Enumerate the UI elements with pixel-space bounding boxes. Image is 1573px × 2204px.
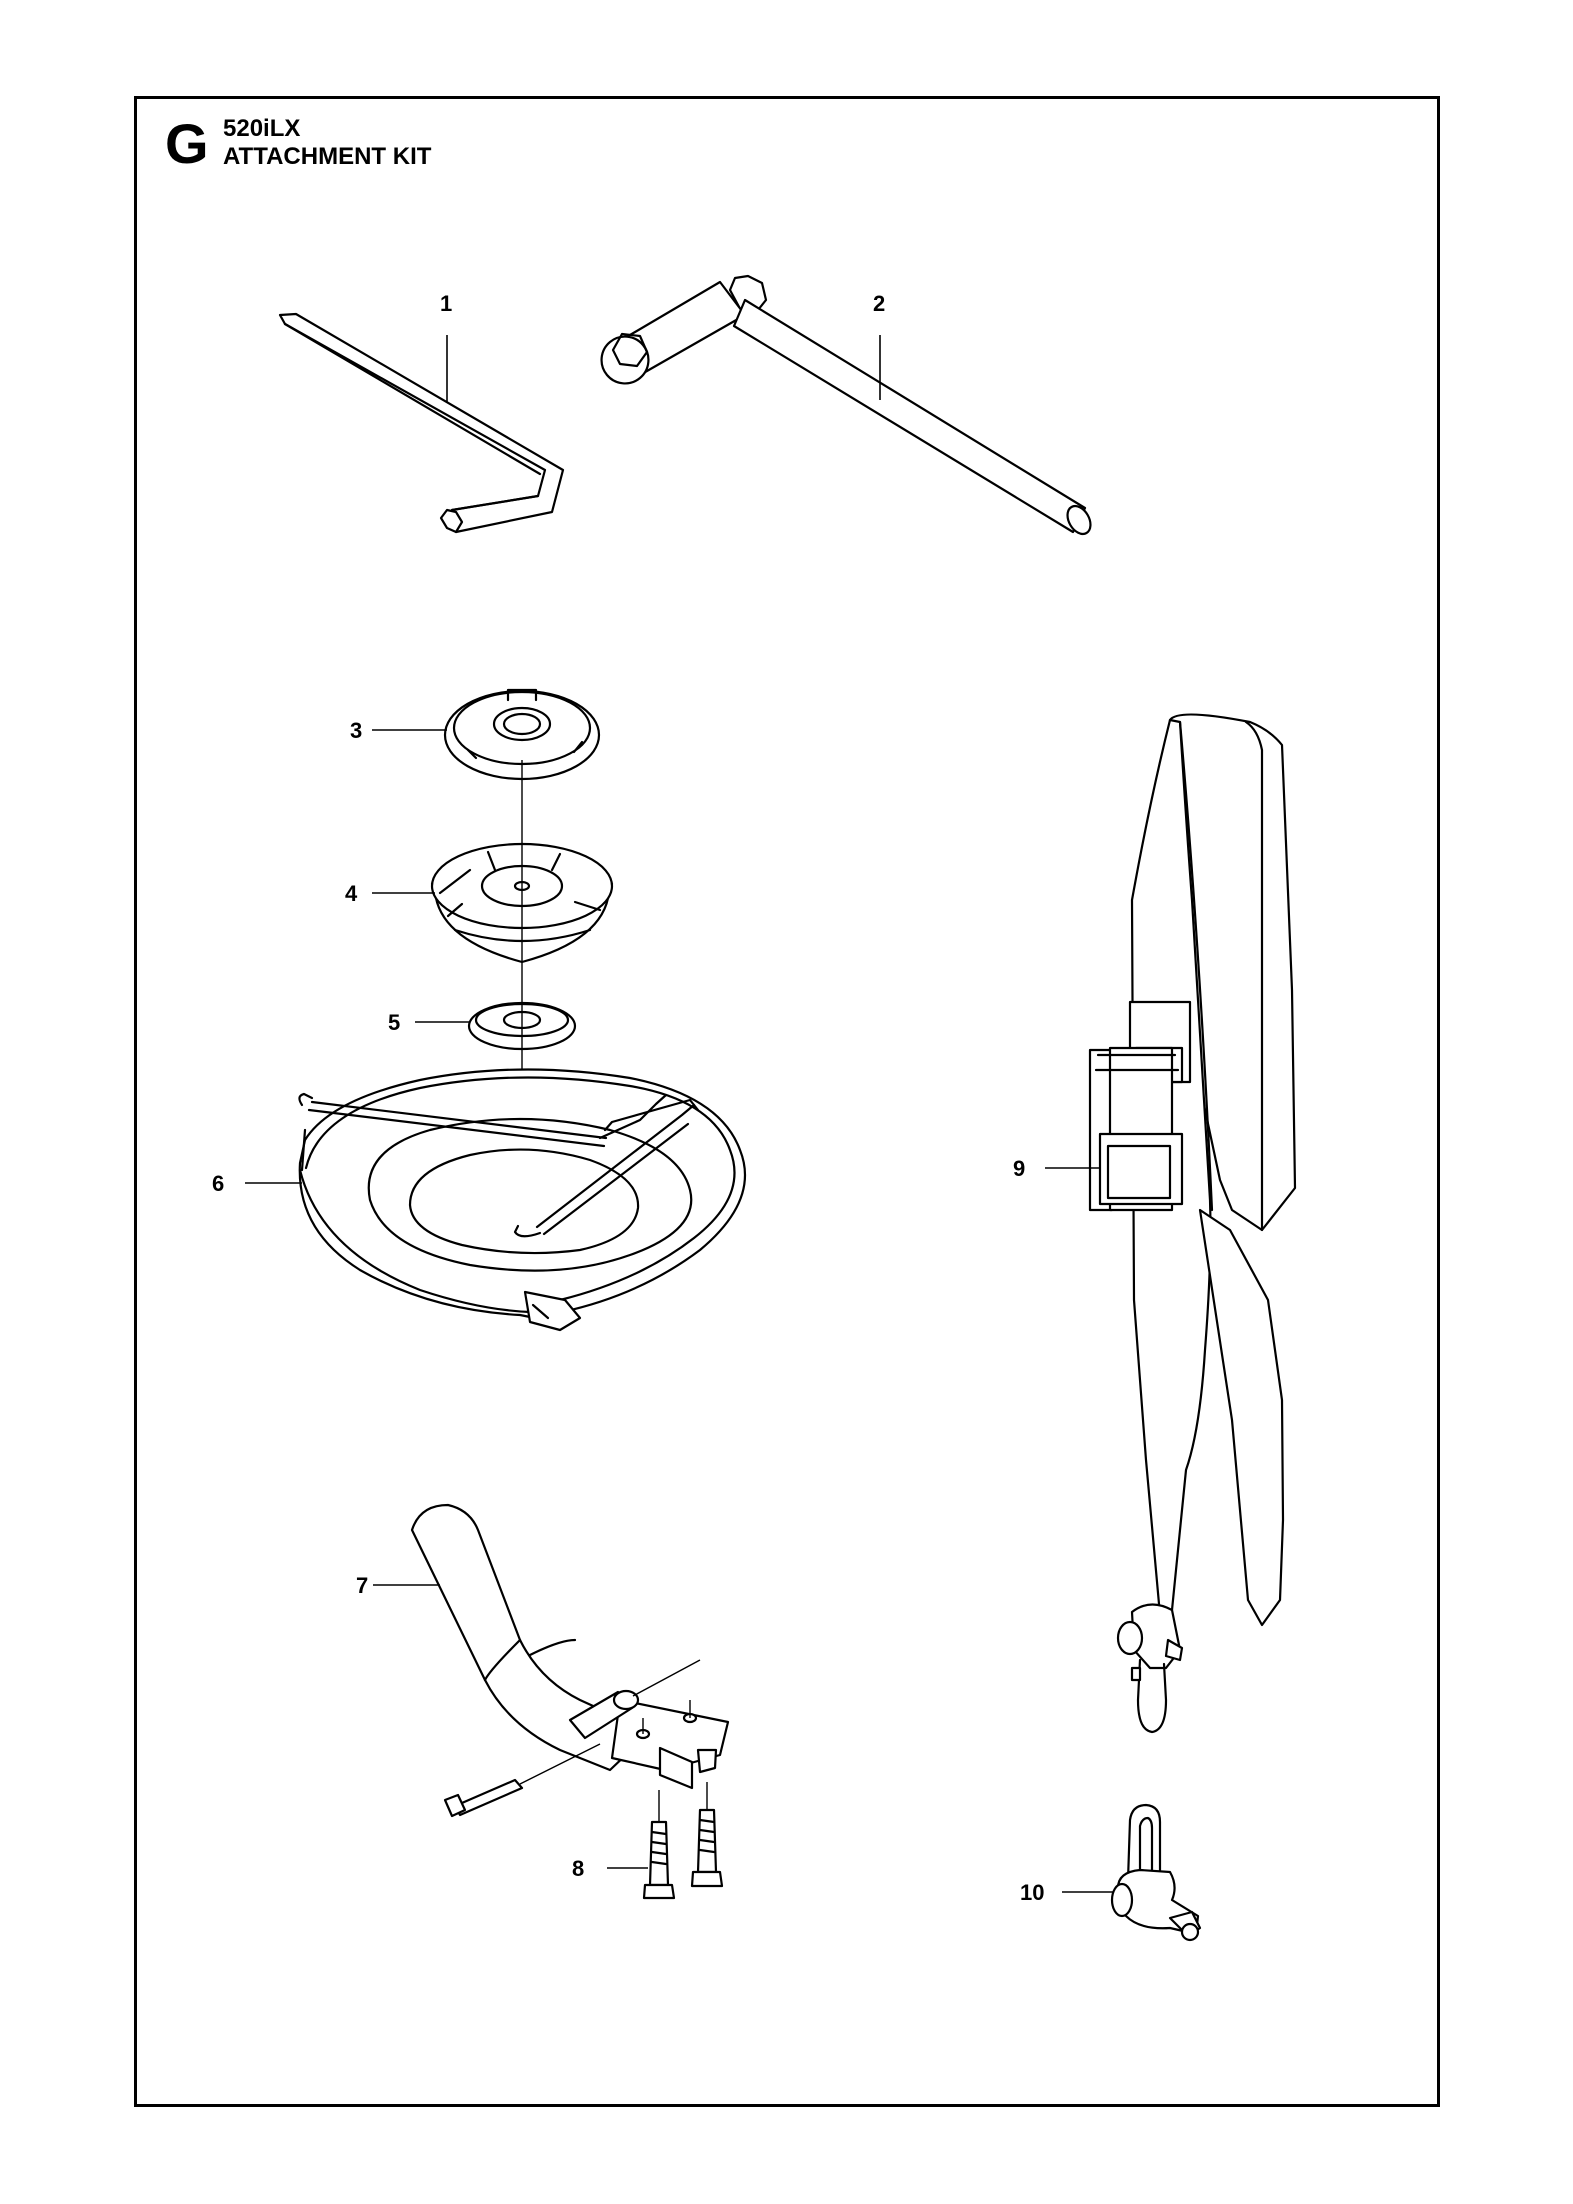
part-4-guard-cup	[372, 842, 614, 964]
callout-3: 3	[350, 718, 362, 743]
callout-1: 1	[440, 291, 452, 316]
callout-2: 2	[873, 291, 885, 316]
part-7-handle	[373, 1503, 730, 1818]
part-1-hex-key	[278, 312, 565, 534]
part-6-trimmer-guard	[245, 1068, 747, 1332]
part-5-washer	[415, 1001, 577, 1051]
part-9-harness-strap	[1045, 713, 1297, 1734]
callout-5: 5	[388, 1010, 400, 1035]
callout-9: 9	[1013, 1156, 1025, 1181]
part-10-strap-clamp	[1062, 1803, 1202, 1942]
section-letter: G	[165, 112, 209, 175]
part-3-support-cup	[372, 688, 601, 781]
callout-4: 4	[345, 881, 358, 906]
page-title: ATTACHMENT KIT	[223, 143, 432, 170]
model-name: 520iLX	[223, 115, 301, 142]
callout-7: 7	[356, 1573, 368, 1598]
callout-8: 8	[572, 1856, 584, 1881]
page-frame	[134, 96, 1440, 2107]
callout-6: 6	[212, 1171, 224, 1196]
part-2-socket-wrench	[600, 274, 1092, 536]
callout-10: 10	[1020, 1880, 1044, 1905]
part-8-screws	[607, 1782, 724, 1900]
